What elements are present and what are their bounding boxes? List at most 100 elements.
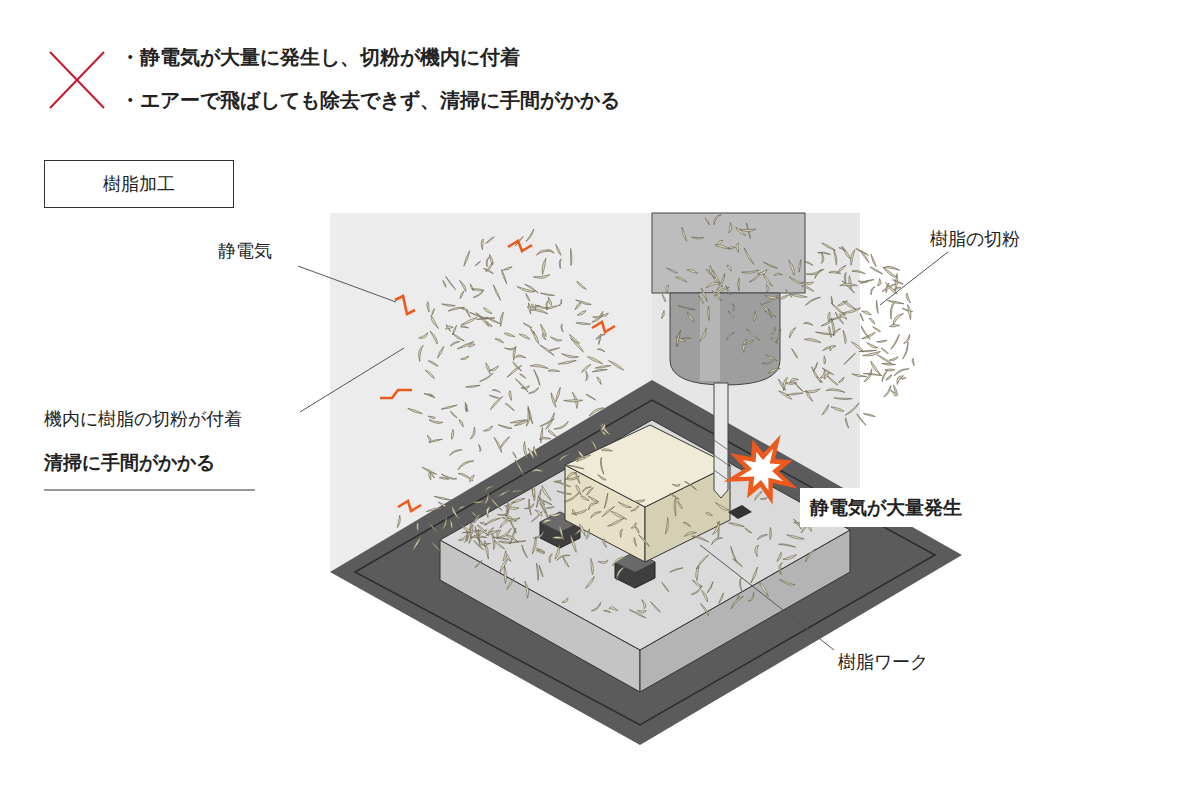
- resin-chip: [427, 302, 429, 312]
- note-text: ・静電気が大量に発生し、切粉が機内に付着: [120, 45, 520, 69]
- resin-chip: [503, 267, 512, 270]
- resin-chip: [862, 311, 872, 315]
- resin-chip: [728, 311, 734, 317]
- resin-chip: [532, 469, 545, 472]
- resin-chip: [577, 310, 586, 315]
- resin-chip: [532, 536, 536, 553]
- resin-chip: [867, 343, 878, 348]
- resin-chip: [441, 405, 457, 409]
- resin-chip: [762, 361, 773, 364]
- resin-chip: [586, 577, 595, 589]
- resin-chip: [842, 281, 855, 293]
- resin-chip: [432, 308, 435, 315]
- resin-chip: [548, 370, 560, 372]
- resin-chip: [591, 512, 602, 518]
- resin-chip: [515, 355, 525, 358]
- resin-chip: [419, 345, 424, 361]
- resin-chip: [539, 497, 546, 514]
- resin-chip: [877, 355, 891, 364]
- resin-chip: [882, 363, 896, 365]
- resin-chip: [696, 555, 708, 569]
- resin-chip: [674, 498, 676, 516]
- resin-chip: [707, 582, 713, 593]
- resin-chip: [667, 268, 678, 273]
- resin-chip: [829, 326, 832, 337]
- resin-chip: [494, 437, 502, 452]
- resin-chip: [498, 425, 512, 429]
- resin-chip: [790, 294, 807, 297]
- resin-chip: [842, 246, 850, 259]
- resin-chip: [764, 295, 778, 304]
- resin-chip: [758, 269, 768, 274]
- resin-chip: [631, 506, 639, 511]
- resin-chip: [662, 582, 669, 591]
- resin-chip: [886, 375, 892, 380]
- resin-chip: [496, 489, 511, 498]
- resin-chip: [651, 602, 661, 612]
- spindle-chuck: [670, 293, 780, 385]
- resin-chip: [824, 374, 829, 380]
- resin-chip: [617, 567, 626, 581]
- resin-chip: [552, 536, 564, 538]
- resin-chip: [839, 377, 845, 383]
- resin-chip: [897, 376, 904, 385]
- resin-chip: [542, 333, 546, 340]
- resin-chip: [844, 272, 846, 283]
- resin-chip: [692, 536, 709, 542]
- resin-chip: [556, 387, 561, 402]
- resin-chip: [823, 346, 835, 350]
- resin-chip: [715, 503, 728, 511]
- resin-chip: [609, 607, 618, 611]
- resin-chip: [597, 377, 601, 385]
- resin-chip: [586, 394, 596, 400]
- resin-chip: [429, 439, 443, 442]
- resin-chip: [438, 502, 446, 507]
- resin-chip: [712, 270, 719, 284]
- resin-chip: [827, 375, 838, 385]
- resin-chip: [889, 357, 898, 361]
- resin-chip: [763, 262, 777, 268]
- resin-chip: [500, 312, 503, 326]
- resin-chip: [548, 430, 556, 436]
- resin-chip: [877, 340, 887, 342]
- resin-chip: [600, 457, 603, 474]
- resin-chip: [441, 474, 456, 479]
- resin-chip: [571, 249, 572, 266]
- resin-chip: [813, 362, 817, 371]
- end-mill-flute: [714, 440, 728, 480]
- resin-chip: [789, 260, 795, 275]
- resin-chip: [555, 545, 560, 559]
- resin-chip: [598, 560, 608, 564]
- resin-chip: [499, 541, 510, 543]
- resin-chip: [803, 322, 813, 325]
- resin-chip: [891, 334, 900, 349]
- resin-chip: [634, 538, 636, 547]
- resin-chip: [549, 554, 552, 563]
- resin-chip: [729, 523, 745, 527]
- resin-chip: [733, 303, 734, 311]
- resin-chip: [486, 257, 489, 267]
- resin-chip: [743, 339, 747, 353]
- resin-chip: [450, 342, 459, 347]
- resin-chip: [525, 581, 529, 598]
- resin-chip: [460, 326, 468, 328]
- resin-chip: [844, 353, 856, 364]
- resin-chip: [429, 472, 431, 480]
- resin-chip: [430, 541, 441, 552]
- resin-chip: [634, 500, 645, 502]
- resin-chip: [691, 237, 703, 239]
- resin-chip: [465, 402, 467, 412]
- resin-chip: [877, 279, 881, 286]
- resin-chip: [589, 408, 603, 416]
- resin-chip: [485, 486, 496, 492]
- resin-chip: [524, 441, 528, 459]
- static-mark: [395, 296, 415, 314]
- static-burst: [724, 435, 798, 505]
- process-box: 樹脂加工: [44, 160, 234, 208]
- resin-chip: [461, 317, 477, 325]
- resin-chip: [871, 287, 875, 295]
- resin-chip: [805, 262, 813, 266]
- resin-chip: [460, 280, 466, 291]
- resin-chip: [739, 229, 756, 231]
- resin-chip: [529, 388, 539, 394]
